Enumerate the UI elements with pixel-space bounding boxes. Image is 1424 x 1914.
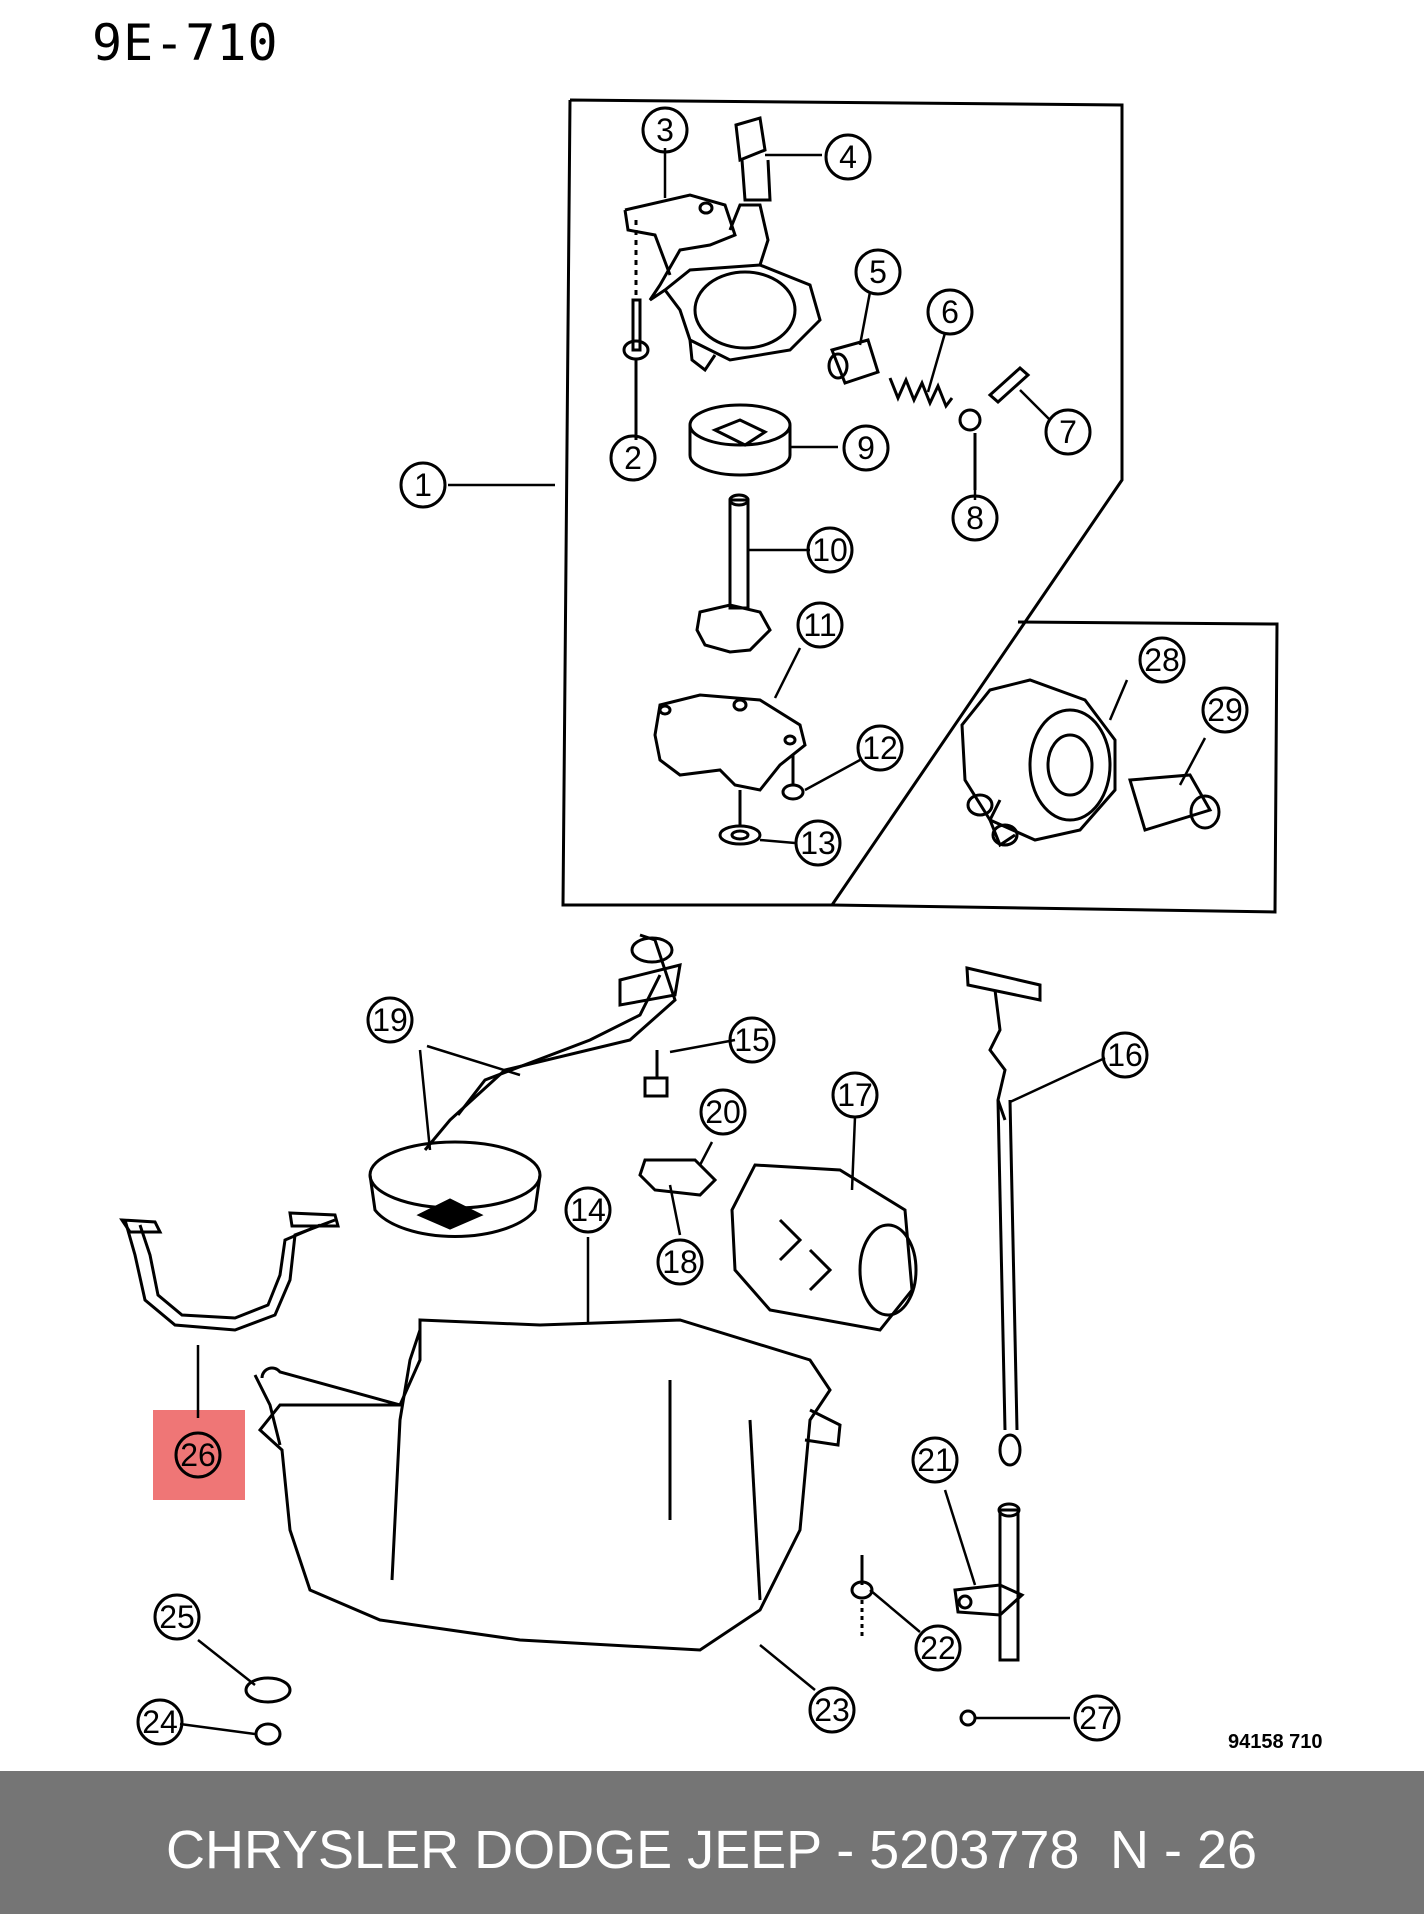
- callout-circle-26: [174, 1431, 222, 1479]
- callout-label-5: 5: [869, 254, 887, 290]
- callout-circle-1: [399, 461, 447, 509]
- callout-circle-9: [842, 424, 890, 472]
- footer-part-number: CHRYSLER DODGE JEEP - 5203778: [166, 1820, 1080, 1880]
- callout-circle-21: [911, 1436, 959, 1484]
- footer-bar: CHRYSLER DODGE JEEP - 5203778 N - 26: [0, 1771, 1424, 1914]
- callout-label-24: 24: [142, 1704, 178, 1740]
- callout-label-22: 22: [920, 1630, 956, 1666]
- callout-label-10: 10: [812, 532, 848, 568]
- callout-circle-18: [656, 1238, 704, 1286]
- callout-circle-16: [1101, 1031, 1149, 1079]
- callout-label-27: 27: [1079, 1700, 1115, 1736]
- callout-label-26: 26: [180, 1437, 216, 1473]
- pump-frame: [561, 98, 1279, 914]
- leader-lines: [179, 148, 1207, 1736]
- callout-label-1: 1: [414, 467, 432, 503]
- oil-pan: [253, 1318, 842, 1652]
- callout-circle-15: [728, 1016, 776, 1064]
- callout-label-19: 19: [372, 1002, 408, 1038]
- oil-filter: [730, 1163, 918, 1332]
- callout-label-23: 23: [814, 1692, 850, 1728]
- callout-circle-20: [699, 1088, 747, 1136]
- callout-circle-5: [854, 248, 902, 296]
- callout-label-29: 29: [1207, 692, 1243, 728]
- parts-diagram: 1234567891011121314151617181920212223242…: [119, 98, 1323, 1753]
- reference-code: 94158 710: [1228, 1731, 1323, 1753]
- callout-circle-2: [609, 434, 657, 482]
- callout-label-20: 20: [705, 1094, 741, 1130]
- callout-circle-27: [1073, 1694, 1121, 1742]
- callout-circle-12: [856, 724, 904, 772]
- page-code: 9E-710: [92, 14, 279, 72]
- callout-circle-19: [366, 996, 414, 1044]
- callout-label-12: 12: [862, 730, 898, 766]
- callout-label-17: 17: [837, 1077, 873, 1113]
- highlight-box: [153, 1410, 245, 1500]
- callout-label-13: 13: [800, 825, 836, 861]
- dipstick: [965, 966, 1042, 1467]
- callout-label-6: 6: [941, 294, 959, 330]
- oil-cooler: [960, 678, 1221, 848]
- callout-label-15: 15: [734, 1022, 770, 1058]
- callout-label-28: 28: [1144, 642, 1180, 678]
- callout-circle-6: [926, 288, 974, 336]
- callout-label-3: 3: [656, 112, 674, 148]
- callout-label-9: 9: [857, 430, 875, 466]
- small-parts: [244, 1050, 977, 1746]
- dipstick-tube: [953, 1502, 1025, 1662]
- pan-gasket: [119, 1211, 340, 1332]
- oil-pump-body: [622, 116, 1031, 846]
- oil-pickup: [368, 933, 682, 1238]
- callout-label-16: 16: [1107, 1037, 1143, 1073]
- callout-label-7: 7: [1059, 414, 1077, 450]
- callout-circle-8: [951, 494, 999, 542]
- callout-label-2: 2: [624, 440, 642, 476]
- callout-label-21: 21: [917, 1442, 953, 1478]
- callout-circle-24: [136, 1698, 184, 1746]
- callout-circle-14: [564, 1186, 612, 1234]
- callout-label-18: 18: [662, 1244, 698, 1280]
- callout-circle-28: [1138, 636, 1186, 684]
- callout-circle-13: [794, 819, 842, 867]
- callout-circle-25: [153, 1593, 201, 1641]
- callout-label-8: 8: [966, 500, 984, 536]
- callout-label-14: 14: [570, 1192, 606, 1228]
- callout-circle-22: [914, 1624, 962, 1672]
- callout-circle-23: [808, 1686, 856, 1734]
- callout-circle-3: [641, 106, 689, 154]
- callout-circle-29: [1201, 686, 1249, 734]
- callout-circle-11: [796, 601, 844, 649]
- callout-circle-17: [831, 1071, 879, 1119]
- callout-circle-10: [806, 526, 854, 574]
- callout-label-25: 25: [159, 1599, 195, 1635]
- callout-circle-7: [1044, 408, 1092, 456]
- callout-circle-4: [824, 133, 872, 181]
- footer-page-number: N - 26: [1110, 1820, 1258, 1880]
- callout-label-4: 4: [839, 139, 857, 175]
- callout-label-11: 11: [803, 607, 836, 643]
